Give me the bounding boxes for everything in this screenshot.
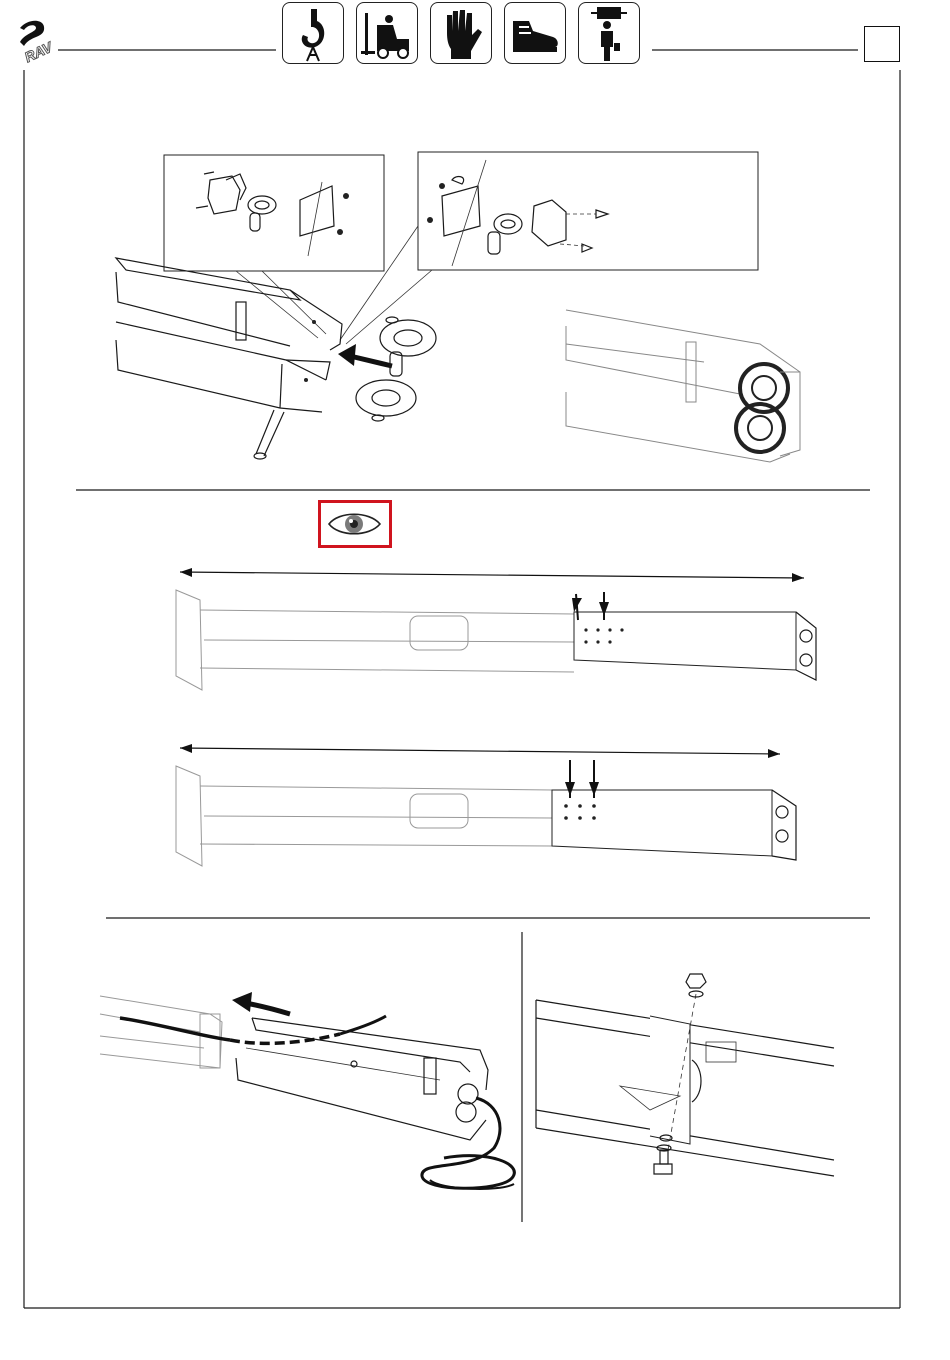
- bolt-fixing-figure: [0, 0, 950, 1360]
